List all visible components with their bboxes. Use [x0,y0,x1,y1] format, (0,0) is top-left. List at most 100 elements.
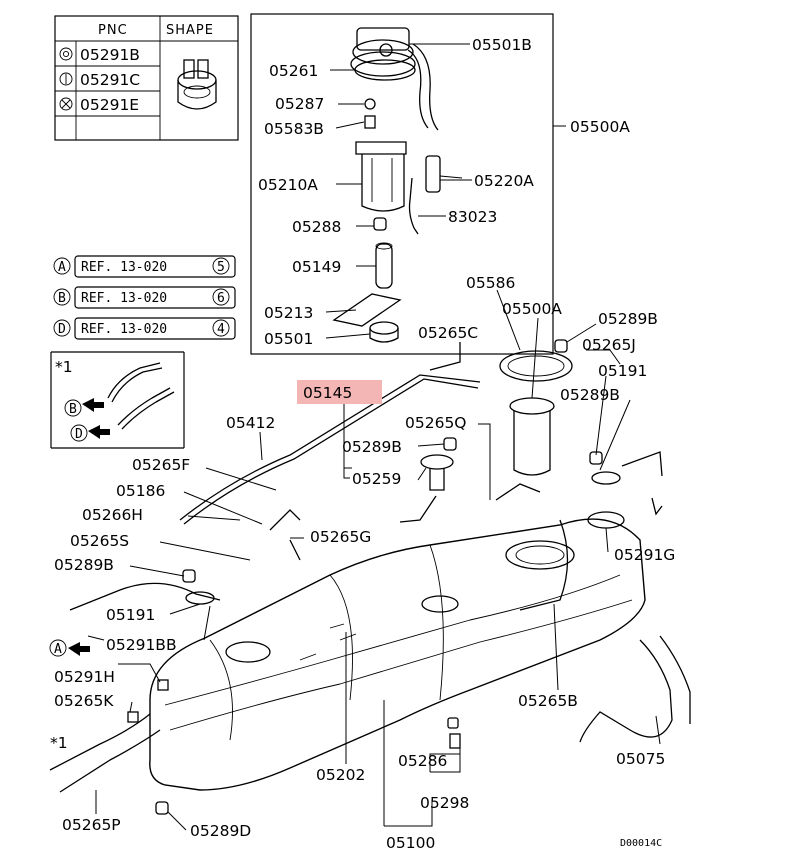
pump-module-05500A [495,397,555,501]
clip-05291H [157,679,169,691]
ref-key-a: A [58,260,66,275]
hose-05265K [49,713,151,771]
label-05501: 05501 [264,330,313,348]
label-05583B: 05583B [264,120,324,138]
filter-05213 [332,293,402,327]
bolt-05298 [449,733,461,749]
label-05287: 05287 [275,95,324,113]
highlight-05145 [297,380,382,404]
label-05266H[interactable]: 05266H [82,506,143,524]
pnc-row-2: 05291C [80,71,140,89]
hose-05265C [429,342,461,371]
circle-x-icon [59,97,73,111]
gauge-05191-right [591,471,621,485]
label-05298[interactable]: 05298 [420,794,469,812]
pump-body-05210A [355,141,407,212]
label-05265B[interactable]: 05265B [518,692,578,710]
sender-05259 [399,454,454,523]
label-05265C[interactable]: 05265C [418,324,478,342]
pump-flange [350,27,439,131]
part-05583B [364,115,376,129]
label-05191-left[interactable]: 05191 [106,606,155,624]
label-05202[interactable]: 05202 [316,766,365,784]
fitting-05289B-center [443,437,457,451]
label-05500A[interactable]: 05500A [502,300,562,318]
label-05286[interactable]: 05286 [398,752,447,770]
circle-dot-icon [59,47,73,61]
pnc-row-3: 05291E [80,96,139,114]
ref-text-b: REF. 13-020 [81,291,167,306]
note-box: *1 B D [50,351,185,449]
label-05288: 05288 [292,218,341,236]
part-05501 [369,321,399,343]
circle-bar-icon [59,72,73,86]
label-83023: 83023 [448,208,497,226]
label-05220A: 05220A [474,172,534,190]
fuel-line-05412 [179,374,481,521]
nut-05289D [155,801,169,815]
label-05186[interactable]: 05186 [116,482,165,500]
label-05291BB[interactable]: 05291BB [106,636,177,654]
label-05265J[interactable]: 05265J [582,336,636,354]
label-05289D[interactable]: 05289D [190,822,251,840]
pnc-legend-table: PNC SHAPE 05291B 05291C 05291E [54,15,239,141]
ref-num-d: 4 [217,322,225,337]
pnc-header: PNC [98,23,128,38]
label-05265F[interactable]: 05265F [132,456,190,474]
label-05145[interactable]: 05145 [303,384,352,402]
label-05210A: 05210A [258,176,318,194]
ref-key-d: D [58,322,66,337]
label-05100[interactable]: 05100 [386,834,435,852]
label-05586[interactable]: 05586 [466,274,515,292]
label-05075[interactable]: 05075 [616,750,665,768]
reference-a[interactable]: A REF. 13-020 5 [53,255,236,278]
label-05291H[interactable]: 05291H [54,668,115,686]
label-05265Q[interactable]: 05265Q [405,414,467,432]
bushing-05288 [373,217,387,231]
label-05501B: 05501B [472,36,532,54]
label-05289B-left[interactable]: 05289B [54,556,114,574]
o-ring-05287 [364,98,376,110]
label-05191-right[interactable]: 05191 [598,362,647,380]
reference-d[interactable]: D REF. 13-020 4 [53,317,236,340]
callout-leaders [87,289,661,831]
fuel-pump-05149 [375,242,393,289]
note-arrow-b: B [69,402,77,417]
filler-cap-05291G [651,497,663,516]
clamp-shape-icon [177,59,217,110]
label-05289B-mid[interactable]: 05289B [560,386,620,404]
label-05213: 05213 [264,304,313,322]
bolt-05286 [447,717,459,729]
note-arrow-d: D [75,427,83,442]
label-05289B-top[interactable]: 05289B [598,310,658,328]
vent-line [69,582,221,611]
tank-port-left [225,641,271,663]
harness-83023 [408,177,419,235]
label-05265S[interactable]: 05265S [70,532,129,550]
ref-num-a: 5 [217,260,225,275]
fuel-pump-exploded-box: 05500A [250,13,630,355]
ring-05261 [354,59,416,81]
pressure-regulator-05220A [425,155,463,193]
label-05265P[interactable]: 05265P [62,816,121,834]
label-05265K[interactable]: 05265K [54,692,114,710]
label-05259[interactable]: 05259 [352,470,401,488]
label-05291G[interactable]: 05291G [614,546,675,564]
fuel-tank [149,511,646,791]
ring-05586 [499,350,573,382]
reference-b[interactable]: B REF. 13-020 6 [53,286,236,309]
label-05265G[interactable]: 05265G [310,528,371,546]
ref-num-b: 6 [217,291,225,306]
label-05289B-center[interactable]: 05289B [342,438,402,456]
clip-05291BB [127,711,139,723]
fitting-05289B-left [182,569,196,583]
label-star1: *1 [50,734,68,752]
label-05149: 05149 [292,258,341,276]
ref-key-b: B [58,291,66,306]
ref-a-marker[interactable]: A [49,639,90,657]
ref-text-d: REF. 13-020 [81,322,167,337]
label-05412[interactable]: 05412 [226,414,275,432]
label-05500A-assembly: 05500A [570,118,630,136]
ref-text-a: REF. 13-020 [81,260,167,275]
arrow-b-icon [82,398,104,412]
